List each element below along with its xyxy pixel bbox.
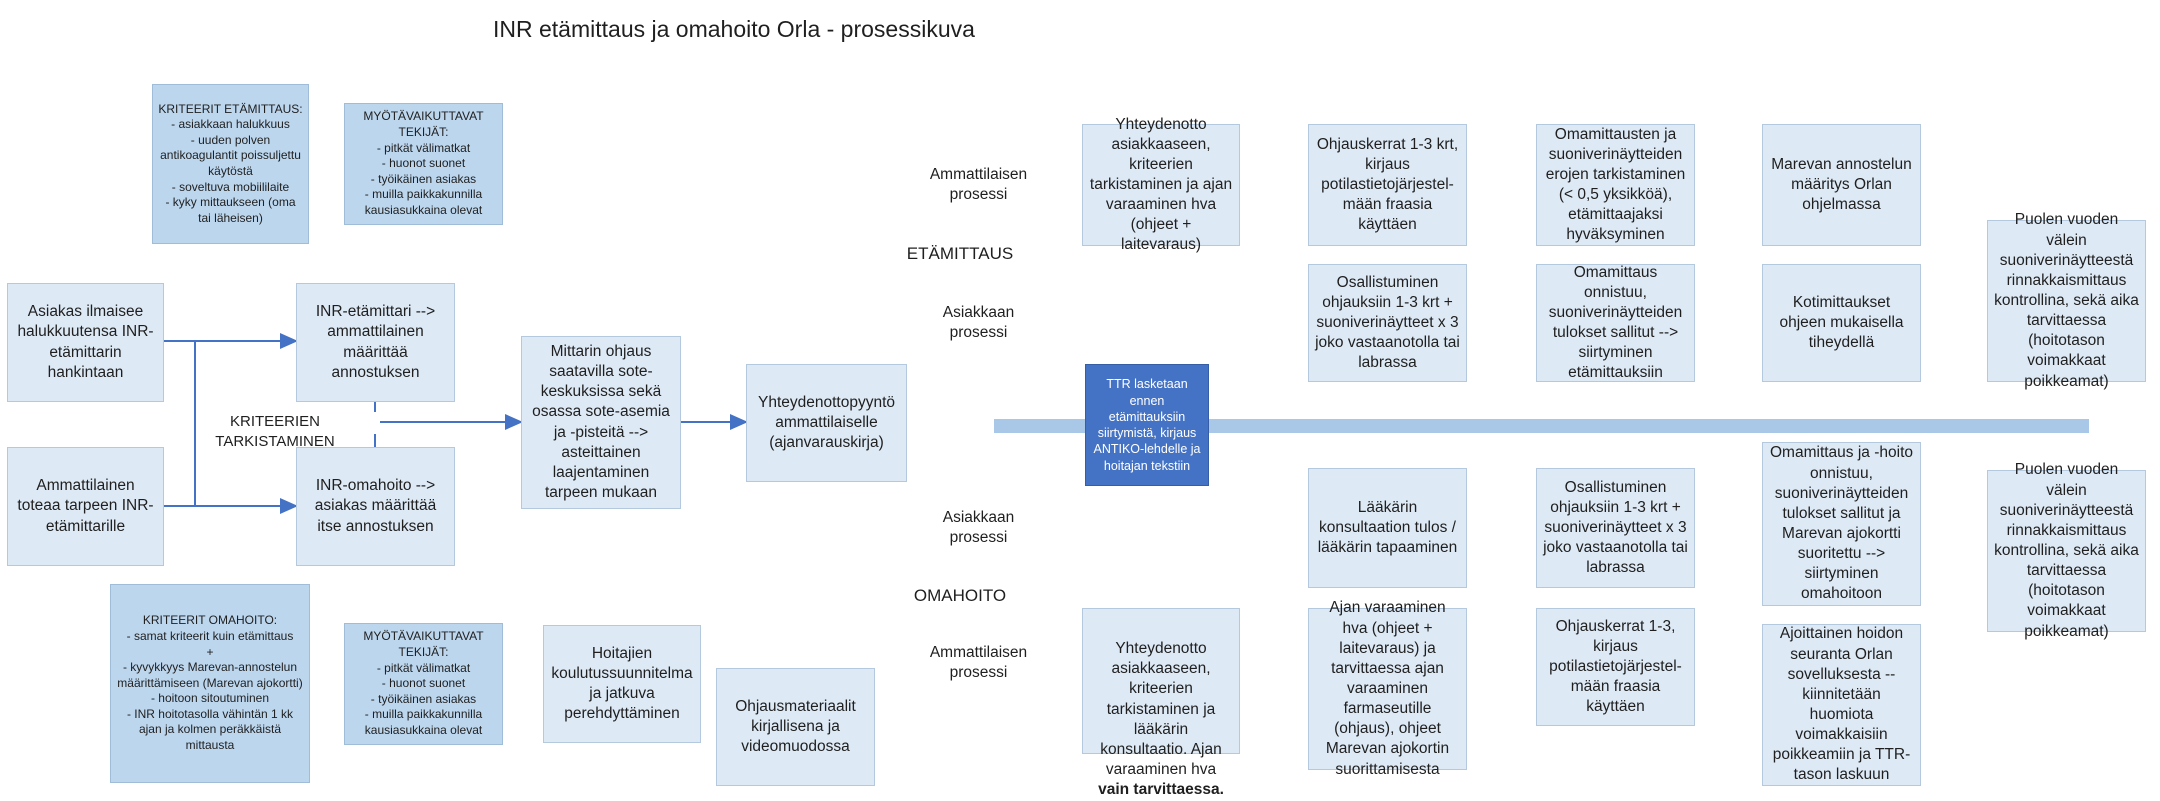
yhteydenottopyynto-box: Yhteydenottopyyntö ammattilaiselle (ajan… [746, 364, 907, 482]
eta-pro-step-1: Yhteydenotto asiakkaaseen, kriteerien ta… [1082, 116, 1240, 253]
eta-pro-step-2: Ohjauskerrat 1-3 krt, kirjaus potilastie… [1308, 124, 1467, 246]
oma-pro-step-1-text: Yhteydenotto asiakkaaseen, kriteerien ta… [1100, 640, 1222, 778]
oma-pro-step-2: Ajan varaaminen hva (ohjeet + laitevarau… [1308, 599, 1467, 778]
criteria-omahoito-box: KRITEERIT OMAHOITO: - samat kriteerit ku… [110, 584, 310, 783]
ohjausmateriaalit-box: Ohjausmateriaalit kirjallisena ja videom… [716, 668, 875, 786]
hoitajien-koulutus-box: Hoitajien koulutussuunnitelma ja jatkuva… [543, 625, 701, 743]
ttr-box: TTR lasketaan ennen etämittauksiin siirt… [1085, 364, 1209, 486]
oma-cli-step-4: Puolen vuoden välein suoniverinäytteestä… [1987, 461, 2146, 640]
timeline-bar [994, 419, 2089, 433]
oma-pro-step-1: Yhteydenotto asiakkaaseen, kriteerien ta… [1082, 608, 1240, 798]
etamittari-option-box: INR-etämittari --> ammattilainen määritt… [296, 283, 455, 402]
mittarin-ohjaus-box: Mittarin ohjaus saatavilla sote-keskuksi… [521, 336, 681, 509]
myotavaikuttavat-bottom-box: MYÖTÄVAIKUTTAVAT TEKIJÄT: - pitkät välim… [344, 623, 503, 745]
eta-cli-step-1: Osallistuminen ohjauksiin 1-3 krt + suon… [1308, 264, 1467, 382]
lane-label-etamittaus: ETÄMITTAUS [906, 244, 1014, 263]
myotavaikuttavat-top-box: MYÖTÄVAIKUTTAVAT TEKIJÄT: - pitkät välim… [344, 103, 503, 225]
eta-cli-step-2: Omamittaus onnistuu, suoniverinäytteiden… [1536, 264, 1695, 382]
oma-cli-step-2: Osallistuminen ohjauksiin 1-3 krt + suon… [1536, 468, 1695, 588]
page-title: INR etämittaus ja omahoito Orla - proses… [493, 16, 975, 42]
lane-label-omahoito: OMAHOITO [913, 586, 1007, 605]
eta-cli-step-3: Kotimittaukset ohjeen mukaisella tiheyde… [1762, 264, 1921, 382]
oma-pro-step-3: Ohjauskerrat 1-3, kirjaus potilastietojä… [1536, 608, 1695, 726]
criteria-etamittaus-box: KRITEERIT ETÄMITTAUS: - asiakkaan halukk… [152, 84, 309, 244]
lane-label-asiakkaan-bottom: Asiakkaan prosessi [942, 509, 1015, 547]
asiakas-start-box: Asiakas ilmaisee halukkuutensa INR-etämi… [7, 283, 164, 402]
ammattilainen-start-box: Ammattilainen toteaa tarpeen INR-etämitt… [7, 447, 164, 566]
oma-pro-step-1-bold: vain tarvittaessa. [1098, 781, 1224, 799]
oma-cli-step-1: Lääkärin konsultaation tulos / lääkärin … [1308, 468, 1467, 588]
eta-cli-step-4: Puolen vuoden välein suoniverinäytteestä… [1987, 211, 2146, 390]
oma-pro-step-4: Ajoittainen hoidon seuranta Orlan sovell… [1762, 624, 1921, 786]
eta-pro-step-4: Marevan annostelun määritys Orlan ohjelm… [1762, 124, 1921, 246]
lane-label-ammattilaisen-top: Ammattilaisen prosessi [929, 166, 1028, 204]
lane-label-ammattilaisen-bottom: Ammattilaisen prosessi [929, 644, 1028, 682]
oma-cli-step-3: Omamittaus ja -hoito onnistuu, suoniveri… [1762, 442, 1921, 606]
lane-label-asiakkaan-top: Asiakkaan prosessi [942, 304, 1015, 342]
kriteerien-tarkistaminen-label: KRITEERIEN TARKISTAMINEN [170, 412, 380, 450]
omahoito-option-box: INR-omahoito --> asiakas määrittää itse … [296, 447, 455, 566]
eta-pro-step-3: Omamittausten ja suoniverinäytteiden ero… [1536, 124, 1695, 246]
